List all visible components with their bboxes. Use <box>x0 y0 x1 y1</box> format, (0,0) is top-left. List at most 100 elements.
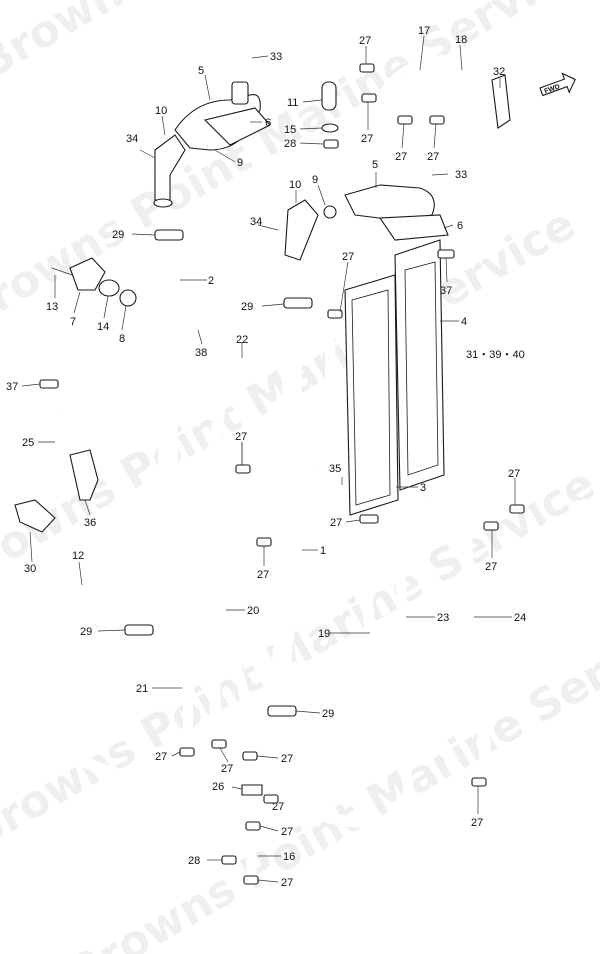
clamp-29-d <box>267 705 297 717</box>
cap-8 <box>119 289 137 307</box>
hose-9-fill <box>310 150 335 473</box>
callout-25: 25 <box>22 437 34 449</box>
callout-21: 21 <box>136 683 148 695</box>
elbow-10-lower <box>284 199 319 261</box>
callout-27: 27 <box>471 817 483 829</box>
callout-27: 27 <box>359 35 371 47</box>
callout-27: 27 <box>257 569 269 581</box>
callout-24: 24 <box>514 612 526 624</box>
hoses <box>1 42 587 881</box>
lead-27d <box>433 123 437 149</box>
clamp-27-g <box>359 514 379 524</box>
callout-27: 27 <box>330 517 342 529</box>
callout-19: 19 <box>318 628 330 640</box>
cover-plates <box>344 239 445 516</box>
lead-37a <box>445 257 448 283</box>
clamp-27-o <box>471 777 487 787</box>
clamp-27-p1 <box>245 821 261 831</box>
callout-16: 16 <box>283 851 295 863</box>
fitting-7-group <box>51 257 137 307</box>
elbow-10-upper-end <box>153 198 173 208</box>
callout-38: 38 <box>195 347 207 359</box>
housing-neck-upper <box>231 81 249 105</box>
callout-29: 29 <box>80 626 92 638</box>
callout-31-39-40: 31・39・40 <box>466 349 525 361</box>
clamp-27-p2 <box>243 875 259 885</box>
lead-27m <box>256 755 279 759</box>
lead-34b <box>257 224 279 231</box>
fitting-7 <box>69 257 106 291</box>
o-ring-14 <box>98 279 120 297</box>
lead-8 <box>121 305 127 331</box>
callout-27: 27 <box>221 763 233 775</box>
lead-26 <box>231 786 243 790</box>
lead-27e <box>339 261 349 313</box>
callout-27: 27 <box>508 468 520 480</box>
lead-18 <box>459 44 463 71</box>
lead-11 <box>302 99 323 103</box>
parts <box>14 74 511 796</box>
hose-38-fill <box>55 236 331 420</box>
lead-9b <box>317 184 326 206</box>
callout-29: 29 <box>322 708 334 720</box>
lead-29d <box>295 710 321 714</box>
callout-5: 5 <box>372 159 378 171</box>
callout-22: 22 <box>236 334 248 346</box>
clamp-27-e <box>327 309 343 319</box>
callout-37: 37 <box>6 381 18 393</box>
clamp-27-b <box>361 93 377 103</box>
callout-27: 27 <box>155 751 167 763</box>
hose-23-fill <box>394 495 469 779</box>
lead-28a <box>299 142 324 145</box>
thermostat-housing-lower <box>284 184 449 261</box>
callout-33: 33 <box>270 51 282 63</box>
cover-3-inner <box>351 289 391 506</box>
callout-27: 27 <box>281 753 293 765</box>
clamp-27-k <box>179 747 195 757</box>
lead-14 <box>103 295 109 319</box>
thermostat-housing-upper <box>153 81 271 208</box>
elbow-10-upper <box>154 134 186 201</box>
callout-27: 27 <box>281 877 293 889</box>
callout-35: 35 <box>329 463 341 475</box>
clamp-27-a <box>359 63 375 73</box>
callout-30: 30 <box>24 563 36 575</box>
callout-9: 9 <box>237 157 243 169</box>
lead-29a <box>131 233 156 236</box>
clamp-27-d <box>429 115 445 125</box>
thermostat-9 <box>323 205 337 219</box>
hose-24-fill <box>458 424 555 801</box>
housing-cover-lower <box>344 184 435 221</box>
callout-36: 36 <box>84 517 96 529</box>
clamp-37-b <box>437 249 455 259</box>
lead-36 <box>84 499 91 516</box>
lead-37b <box>21 383 41 387</box>
callout-29: 29 <box>112 229 124 241</box>
hose-12-fill <box>1 534 257 861</box>
callout-28: 28 <box>284 138 296 150</box>
callout-14: 14 <box>97 321 109 333</box>
lead-7 <box>73 291 81 314</box>
hose-20-fill <box>208 539 264 756</box>
lead-33b <box>431 173 449 176</box>
clamp-28-b <box>221 855 237 865</box>
washer-15 <box>321 123 339 133</box>
callout-13: 13 <box>46 301 58 313</box>
lead-27p1 <box>259 825 279 832</box>
lead-29b <box>261 303 285 307</box>
callout-34: 34 <box>250 216 262 228</box>
callout-6: 6 <box>457 220 463 232</box>
clamp-27-j <box>483 521 499 531</box>
lead-10a <box>161 115 166 136</box>
hose-22-fill <box>209 342 287 740</box>
callout-8: 8 <box>119 333 125 345</box>
callout-34: 34 <box>126 133 138 145</box>
gasket-upper <box>203 107 271 146</box>
lead-5a <box>204 74 211 101</box>
clamp-37-a <box>39 379 59 389</box>
clamp-30 <box>14 499 56 533</box>
cover-3 <box>344 274 399 516</box>
clamp-29-b <box>283 297 313 309</box>
lead-27l <box>219 747 229 763</box>
